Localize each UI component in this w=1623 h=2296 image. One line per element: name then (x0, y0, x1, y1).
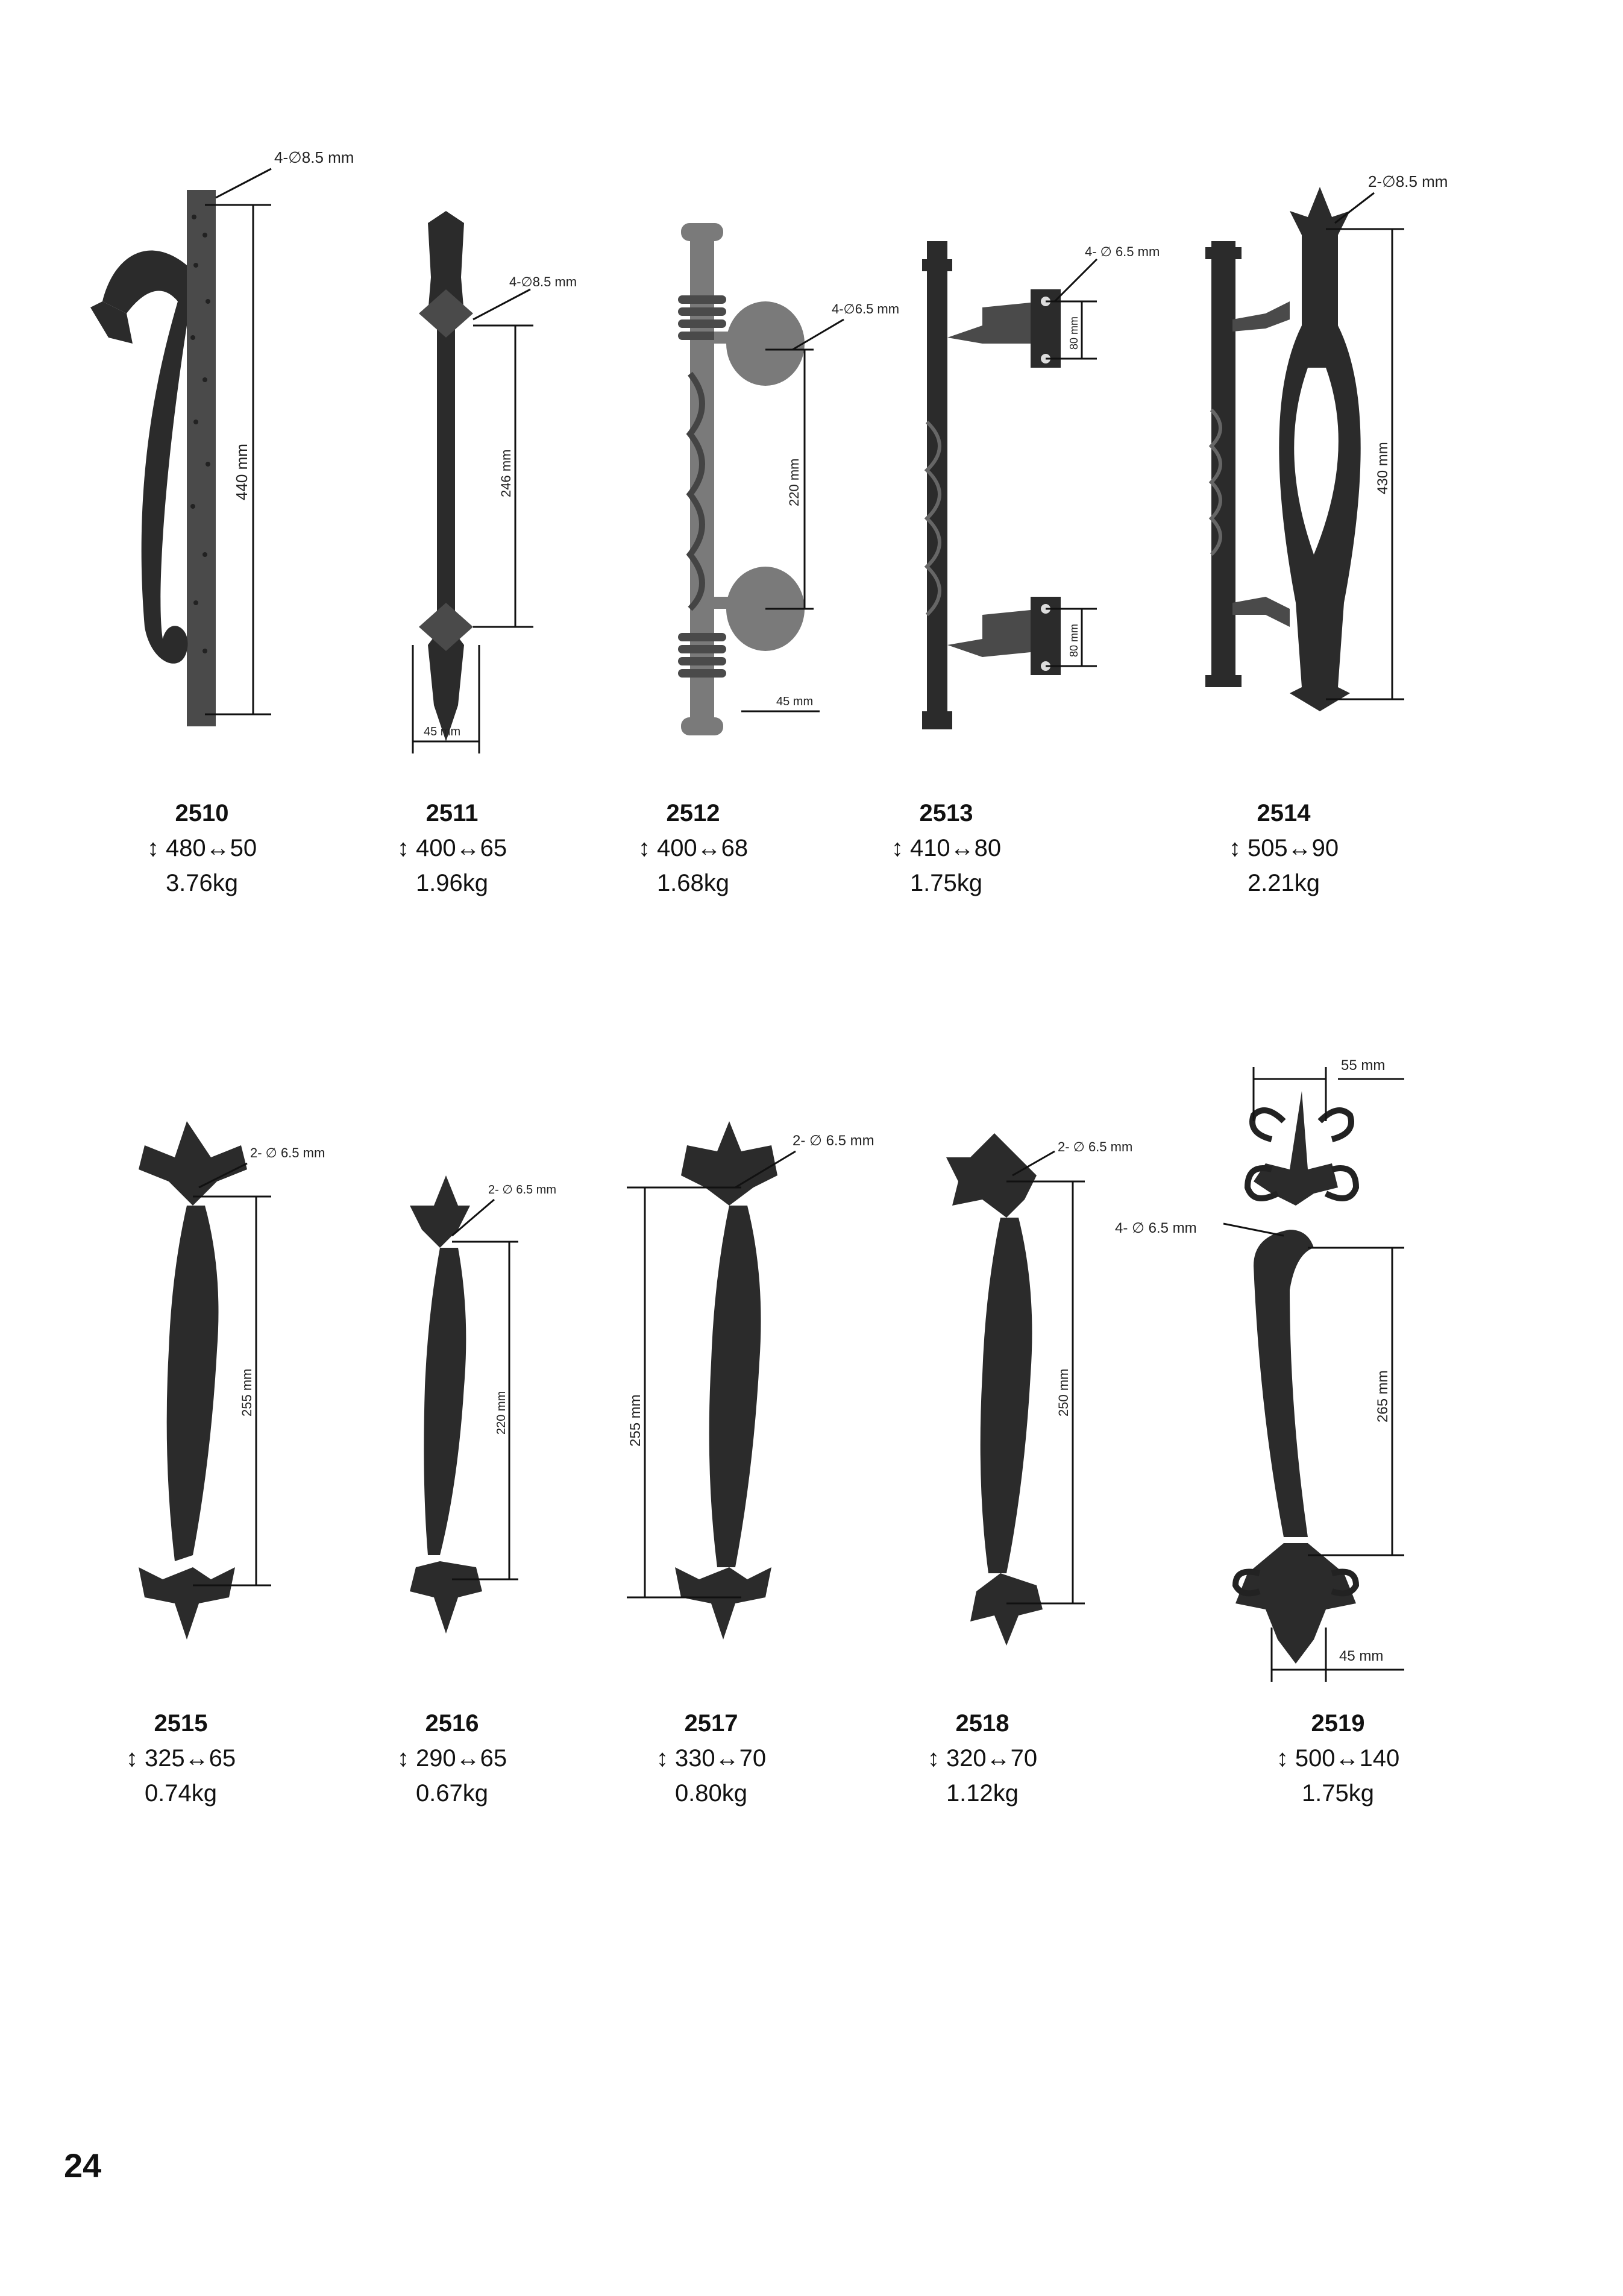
height-label-2515: 255 mm (239, 1369, 254, 1417)
product-code: 2517 (684, 1710, 738, 1737)
width-label-2511: 45 mm (424, 725, 460, 738)
product-2511-drawing: 4-∅8.5 mm 246 mm 45 mm (395, 211, 612, 753)
product-code: 2518 (955, 1710, 1009, 1737)
height-label-2511: 246 mm (498, 450, 513, 497)
product-code: 2513 (919, 800, 973, 826)
product-dimensions: ↕ 400↔65 (397, 835, 507, 861)
product-caption-2512: 2512 ↕ 400↔68 1.68kg (603, 796, 783, 901)
hole-label-2513: 4- ∅ 6.5 mm (1085, 244, 1160, 259)
height-label-2516: 220 mm (495, 1391, 508, 1435)
product-dimensions: ↕ 480↔50 (146, 835, 257, 861)
product-weight: 1.75kg (909, 870, 983, 896)
product-caption-2513: 2513 ↕ 410↔80 1.75kg (856, 796, 1037, 901)
product-2515-drawing: 2- ∅ 6.5 mm 255 mm (127, 1121, 368, 1652)
product-weight: 3.76kg (165, 870, 239, 896)
product-dimensions: ↕ 325↔65 (125, 1745, 236, 1772)
hole-label-2519: 4- ∅ 6.5 mm (1115, 1220, 1197, 1236)
product-2519-drawing: 55 mm 4- ∅ 6.5 mm 265 mm 45 mm (1115, 1049, 1477, 1688)
product-code: 2515 (154, 1710, 208, 1737)
page-number: 24 (64, 2147, 102, 2184)
product-2514-drawing: 2-∅8.5 mm 430 mm (1199, 169, 1483, 741)
product-2516-drawing: 2- ∅ 6.5 mm 220 mm (398, 1145, 603, 1640)
hole-label-2514: 2-∅8.5 mm (1368, 172, 1448, 190)
product-code: 2511 (425, 800, 479, 826)
product-2512-drawing: 4-∅6.5 mm 220 mm 45 mm (663, 223, 904, 741)
product-dimensions: ↕ 290↔65 (397, 1745, 507, 1772)
hole-label-2516: 2- ∅ 6.5 mm (488, 1183, 556, 1197)
product-code: 2510 (175, 800, 229, 826)
product-code: 2519 (1311, 1710, 1365, 1737)
height-label-2512: 220 mm (786, 459, 802, 506)
product-caption-2516: 2516 ↕ 290↔65 0.67kg (362, 1706, 542, 1811)
hole-label-2515: 2- ∅ 6.5 mm (250, 1145, 325, 1160)
product-weight: 0.80kg (674, 1780, 748, 1807)
product-2517-drawing: 2- ∅ 6.5 mm 255 mm (627, 1121, 904, 1652)
bottom-label-2519: 45 mm (1339, 1648, 1383, 1664)
hole-label-2510: 4-∅8.5 mm (274, 148, 354, 166)
product-dimensions: ↕ 505↔90 (1228, 835, 1339, 861)
height-label-2510: 440 mm (233, 444, 251, 500)
product-weight: 0.74kg (144, 1780, 218, 1807)
height-label-2518: 250 mm (1056, 1369, 1071, 1417)
product-weight: 1.12kg (946, 1780, 1019, 1807)
product-code: 2512 (666, 800, 720, 826)
product-caption-2514: 2514 ↕ 505↔90 2.21kg (1193, 796, 1374, 901)
product-dimensions: ↕ 400↔68 (638, 835, 749, 861)
product-2518-drawing: 2- ∅ 6.5 mm 250 mm (934, 1133, 1187, 1652)
product-2510-drawing: 4-∅8.5 mm 440 mm (90, 145, 374, 747)
product-2513-drawing: 4- ∅ 6.5 mm 80 mm 80 mm (916, 241, 1193, 741)
product-code: 2516 (425, 1710, 479, 1737)
product-dimensions: ↕ 410↔80 (891, 835, 1002, 861)
height-label-2519: 265 mm (1375, 1370, 1391, 1423)
product-caption-2517: 2517 ↕ 330↔70 0.80kg (621, 1706, 802, 1811)
product-weight: 1.68kg (656, 870, 730, 896)
height-label-2514: 430 mm (1375, 442, 1391, 494)
product-caption-2510: 2510 ↕ 480↔50 3.76kg (111, 796, 292, 901)
product-caption-2511: 2511 ↕ 400↔65 1.96kg (362, 796, 542, 901)
product-caption-2518: 2518 ↕ 320↔70 1.12kg (892, 1706, 1073, 1811)
height-label-2517: 255 mm (627, 1394, 644, 1447)
hole-label-2511: 4-∅8.5 mm (509, 274, 577, 289)
hole-label-2518: 2- ∅ 6.5 mm (1058, 1139, 1132, 1154)
product-weight: 1.96kg (415, 870, 489, 896)
product-caption-2519: 2519 ↕ 500↔140 1.75kg (1248, 1706, 1428, 1811)
product-dimensions: ↕ 330↔70 (656, 1745, 767, 1772)
product-weight: 1.75kg (1301, 1780, 1375, 1807)
product-dimensions: ↕ 320↔70 (927, 1745, 1038, 1772)
product-caption-2515: 2515 ↕ 325↔65 0.74kg (90, 1706, 271, 1811)
lower-label-2513: 80 mm (1068, 624, 1080, 657)
product-weight: 2.21kg (1247, 870, 1320, 896)
product-weight: 0.67kg (415, 1780, 489, 1807)
product-code: 2514 (1257, 800, 1311, 826)
top-label-2519: 55 mm (1341, 1057, 1385, 1074)
hole-label-2517: 2- ∅ 6.5 mm (793, 1133, 874, 1149)
width-label-2512: 45 mm (776, 695, 813, 708)
hole-label-2512: 4-∅6.5 mm (832, 301, 899, 316)
upper-label-2513: 80 mm (1068, 316, 1080, 350)
product-dimensions: ↕ 500↔140 (1276, 1745, 1400, 1772)
